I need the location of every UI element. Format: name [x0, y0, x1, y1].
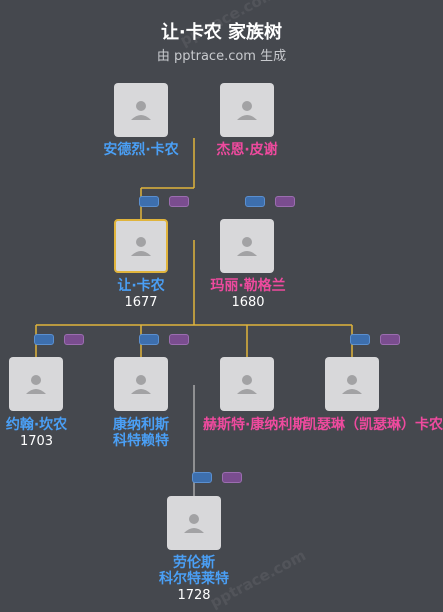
- male-marker-chip[interactable]: [34, 334, 54, 345]
- male-marker-chip[interactable]: [139, 334, 159, 345]
- person-year: 1728: [177, 588, 211, 603]
- person-silhouette-icon: [237, 375, 257, 394]
- female-marker-chip[interactable]: [222, 472, 242, 483]
- person-silhouette-icon: [184, 514, 204, 533]
- female-marker-chip[interactable]: [169, 196, 189, 207]
- person-name: 康纳利斯 科特赖特: [113, 417, 169, 449]
- male-marker-chip[interactable]: [139, 196, 159, 207]
- person-card[interactable]: [325, 357, 379, 411]
- person-name: 约翰·坎农: [5, 417, 68, 433]
- person-silhouette-icon: [131, 101, 151, 120]
- person-silhouette-icon: [131, 375, 151, 394]
- person-card[interactable]: [167, 496, 221, 550]
- person-card[interactable]: [220, 219, 274, 273]
- person-silhouette-icon: [26, 375, 46, 394]
- person-card[interactable]: [220, 83, 274, 137]
- page-subtitle: 由 pptrace.com 生成: [156, 49, 287, 64]
- person-name: 安德烈·卡农: [103, 142, 179, 158]
- person-name: 让·卡农: [117, 278, 165, 294]
- person-card[interactable]: [114, 357, 168, 411]
- person-name: 凯瑟琳（凯瑟琳）卡农: [303, 417, 443, 433]
- person-name: 劳伦斯 科尔特莱特: [159, 555, 229, 587]
- person-card[interactable]: [220, 357, 274, 411]
- person-name: 赫斯特·康纳利斯: [203, 417, 307, 433]
- male-marker-chip[interactable]: [192, 472, 212, 483]
- person-silhouette-icon: [237, 237, 257, 256]
- male-marker-chip[interactable]: [245, 196, 265, 207]
- person-year: 1680: [231, 295, 265, 310]
- person-card-selected[interactable]: [114, 219, 168, 273]
- female-marker-chip[interactable]: [169, 334, 189, 345]
- person-silhouette-icon: [131, 237, 151, 256]
- female-marker-chip[interactable]: [275, 196, 295, 207]
- person-silhouette-icon: [237, 101, 257, 120]
- female-marker-chip[interactable]: [380, 334, 400, 345]
- person-year: 1677: [124, 295, 158, 310]
- person-silhouette-icon: [342, 375, 362, 394]
- person-card[interactable]: [114, 83, 168, 137]
- person-name: 玛丽·勒格兰: [210, 278, 286, 294]
- page-title: 让·卡农 家族树: [160, 22, 283, 43]
- person-name: 杰恩·皮谢: [216, 142, 278, 158]
- male-marker-chip[interactable]: [350, 334, 370, 345]
- person-card[interactable]: [9, 357, 63, 411]
- person-year: 1703: [19, 434, 54, 449]
- female-marker-chip[interactable]: [64, 334, 84, 345]
